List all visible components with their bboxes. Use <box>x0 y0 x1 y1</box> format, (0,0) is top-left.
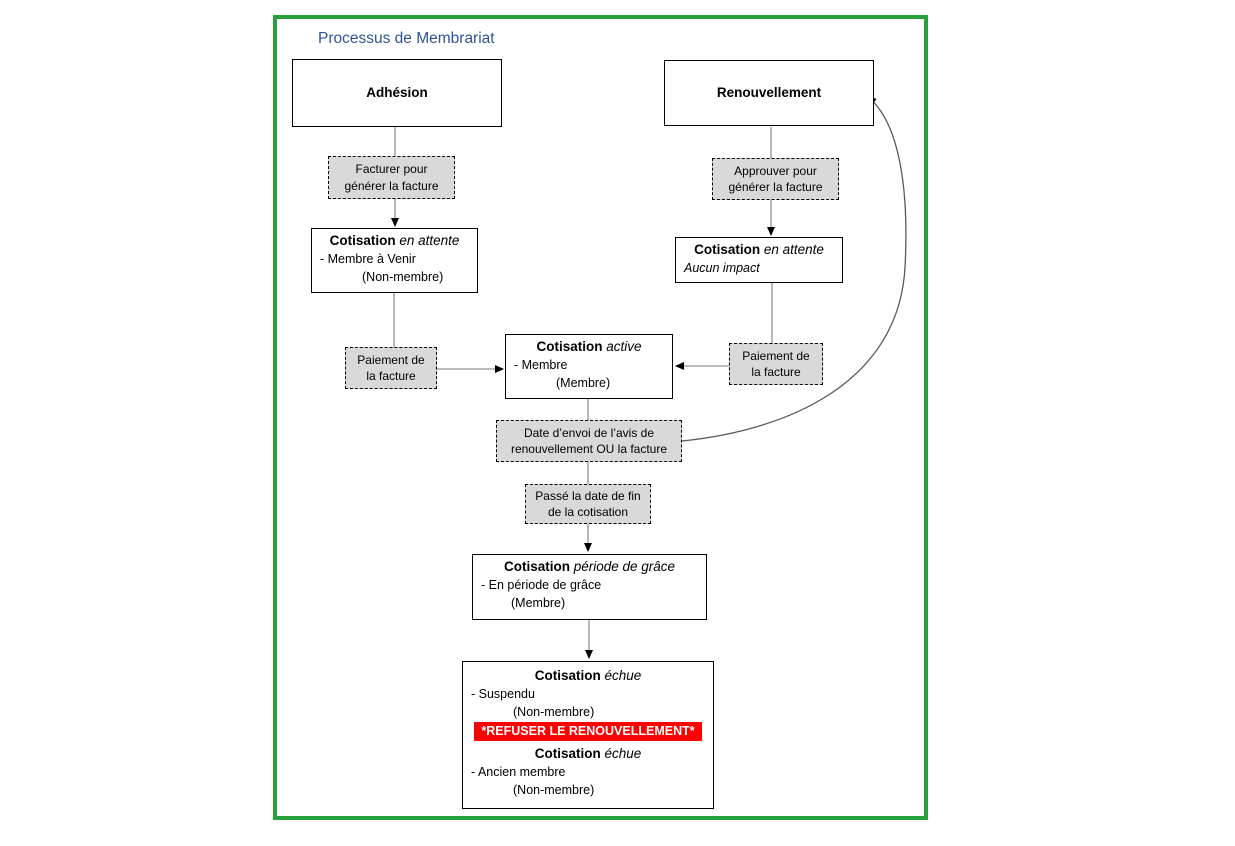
node-cotisation-active: Cotisation active - Membre (Membre) <box>505 334 673 399</box>
node-detail: - En période de grâce <box>481 578 602 592</box>
node-cotisation-en-attente-renouvellement: Cotisation en attente Aucun impact <box>675 237 843 283</box>
node-title: Cotisation période de grâce <box>473 555 706 576</box>
cotisation-state: échue <box>604 746 642 761</box>
action-paiement-facture-gauche: Paiement de la facture <box>345 347 437 389</box>
action-passe-date-fin: Passé la date de fin de la cotisation <box>525 484 651 524</box>
node-title: Cotisation échue <box>463 664 713 685</box>
node-cotisation-en-attente-adhesion: Cotisation en attente - Membre à Venir (… <box>311 228 478 293</box>
cotisation-state: active <box>606 339 642 354</box>
node-renouvellement: Renouvellement <box>664 60 874 126</box>
curve-date-envoi-to-renouvellement <box>681 96 907 442</box>
action-paiement-facture-droite: Paiement de la facture <box>729 343 823 385</box>
node-title: Cotisation en attente <box>676 238 842 259</box>
node-cotisation-periode-de-grace: Cotisation période de grâce - En période… <box>472 554 707 620</box>
node-detail: Aucun impact <box>684 261 760 275</box>
cotisation-state: en attente <box>399 233 460 248</box>
cotisation-state: période de grâce <box>573 559 676 574</box>
action-facturer-line2: générer la facture <box>344 178 439 193</box>
node-detail: (Non-membre) <box>362 270 444 284</box>
node-detail: - Suspendu <box>471 687 535 701</box>
node-adhesion: Adhésion <box>292 59 502 127</box>
node-detail: (Non-membre) <box>513 705 595 719</box>
action-passe-line1: Passé la date de fin <box>535 488 641 503</box>
action-paiement-line2: la facture <box>366 369 416 383</box>
cotisation-state: échue <box>604 668 642 683</box>
action-paiement-line1: Paiement de <box>357 352 425 367</box>
diagram-frame <box>273 15 928 820</box>
action-date-line2: renouvellement OU la facture <box>510 442 668 456</box>
action-approuver: Approuver pour générer la facture <box>712 158 839 200</box>
cotisation-keyword: Cotisation <box>536 339 603 354</box>
cotisation-keyword: Cotisation <box>329 233 396 248</box>
refuser-renouvellement-alert: *REFUSER LE RENOUVELLEMENT* <box>474 722 702 741</box>
node-title: Cotisation échue <box>463 742 713 763</box>
node-detail: - Ancien membre <box>471 765 566 779</box>
node-adhesion-label: Adhésion <box>366 85 428 100</box>
action-passe-line2: de la cotisation <box>547 505 629 519</box>
action-date-envoi-avis: Date d’envoi de l’avis de renouvellement… <box>496 420 682 462</box>
cotisation-keyword: Cotisation <box>694 242 761 257</box>
node-detail: (Non-membre) <box>513 783 595 797</box>
cotisation-state: en attente <box>763 242 824 257</box>
action-approuver-line1: Approuver pour <box>734 163 817 178</box>
node-detail: - Membre à Venir <box>320 252 416 266</box>
action-approuver-line2: générer la facture <box>728 180 823 194</box>
action-facturer: Facturer pour générer la facture <box>328 156 455 199</box>
action-facturer-line1: Facturer pour <box>355 162 428 176</box>
node-title: Cotisation en attente <box>312 229 477 250</box>
node-cotisation-echue: Cotisation échue - Suspendu (Non-membre)… <box>462 661 714 809</box>
cotisation-keyword: Cotisation <box>534 668 601 683</box>
action-date-line1: Date d’envoi de l’avis de <box>523 425 655 440</box>
action-paiement-line1: Paiement de <box>742 348 810 363</box>
node-title: Cotisation active <box>506 335 672 356</box>
action-paiement-line2: la facture <box>751 365 801 379</box>
node-detail: (Membre) <box>556 376 611 390</box>
node-detail: (Membre) <box>511 596 566 610</box>
node-renouvellement-label: Renouvellement <box>716 85 822 100</box>
cotisation-keyword: Cotisation <box>503 559 570 574</box>
node-detail: - Membre <box>514 358 568 372</box>
page-title: Processus de Membrariat <box>318 30 495 47</box>
cotisation-keyword: Cotisation <box>534 746 601 761</box>
